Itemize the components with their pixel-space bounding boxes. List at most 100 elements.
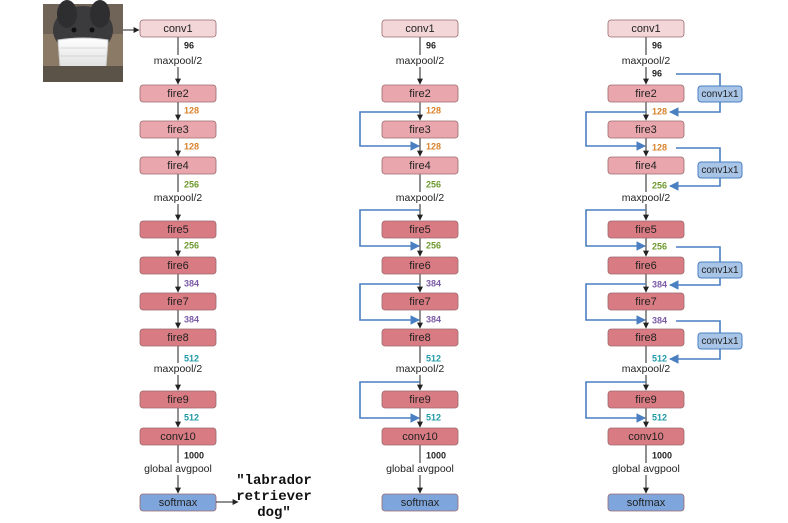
layer-label-fire3: fire3 <box>635 124 656 136</box>
layer-label-fire4: fire4 <box>635 160 656 172</box>
channel-count: 128 <box>426 141 441 151</box>
op-label-maxpool: maxpool/2 <box>622 55 671 67</box>
channel-count: 128 <box>184 105 199 115</box>
channel-count: 1000 <box>184 450 204 460</box>
op-label-bg <box>137 463 219 475</box>
layer-box-softmax <box>381 493 459 512</box>
layer-label-fire7: fire7 <box>167 296 188 308</box>
channel-count: 384 <box>184 314 199 324</box>
layer-label-fire2: fire2 <box>167 88 188 100</box>
channel-count: 128 <box>426 105 441 115</box>
op-label-maxpool: maxpool/2 <box>396 363 445 375</box>
conv1x1-label: conv1x1 <box>701 336 739 347</box>
layer-label-fire9: fire9 <box>409 394 430 406</box>
layer-box-fire7 <box>381 292 459 311</box>
op-label-bg <box>379 463 461 475</box>
column-simple_bypass: conv1fire2fire3fire4fire5fire6fire7fire8… <box>359 19 461 512</box>
channel-count: 128 <box>652 142 667 152</box>
layer-label-fire9: fire9 <box>635 394 656 406</box>
conv1x1-label: conv1x1 <box>701 165 739 176</box>
bypass-connection <box>359 111 420 151</box>
layer-box-fire8 <box>139 328 217 347</box>
layer-box-fire5 <box>607 220 685 239</box>
channel-count: 384 <box>652 315 667 325</box>
layer-box-conv10 <box>607 427 685 446</box>
layer-box-conv1 <box>381 19 459 38</box>
op-label-bg <box>393 192 447 204</box>
layer-label-conv1: conv1 <box>631 23 660 35</box>
channel-count: 512 <box>426 412 441 422</box>
layer-label-fire3: fire3 <box>167 124 188 136</box>
bypass-connection <box>359 209 420 251</box>
input-photo <box>43 0 140 82</box>
layer-label-fire2: fire2 <box>635 88 656 100</box>
channel-count: 96 <box>652 68 662 78</box>
channel-count: 384 <box>184 278 199 288</box>
layer-label-fire8: fire8 <box>409 332 430 344</box>
channel-count: 256 <box>184 179 199 189</box>
op-label-bg <box>151 192 205 204</box>
layer-box-fire9 <box>381 390 459 409</box>
conv1x1-box <box>697 332 743 350</box>
bypass-connection <box>585 283 646 325</box>
layer-box-conv10 <box>139 427 217 446</box>
op-label-bg <box>151 55 205 67</box>
layer-box-fire8 <box>607 328 685 347</box>
layer-box-fire8 <box>381 328 459 347</box>
layer-label-fire3: fire3 <box>409 124 430 136</box>
layer-label-fire9: fire9 <box>167 394 188 406</box>
channel-count: 256 <box>652 180 667 190</box>
op-label-bg <box>605 463 687 475</box>
op-label-bg <box>393 363 447 375</box>
op-label-maxpool: maxpool/2 <box>396 192 445 204</box>
channel-count: 256 <box>426 240 441 250</box>
layer-label-fire6: fire6 <box>409 260 430 272</box>
layer-box-conv1 <box>607 19 685 38</box>
op-label-maxpool: maxpool/2 <box>154 192 203 204</box>
channel-count: 128 <box>184 141 199 151</box>
layer-box-conv1 <box>139 19 217 38</box>
channel-count: 512 <box>184 412 199 422</box>
layer-box-fire4 <box>381 156 459 175</box>
channel-count: 384 <box>426 278 441 288</box>
channel-count: 256 <box>652 241 667 251</box>
channel-count: 512 <box>426 353 441 363</box>
op-label-maxpool: maxpool/2 <box>622 192 671 204</box>
layer-label-conv1: conv1 <box>163 23 192 35</box>
channel-count: 256 <box>426 179 441 189</box>
layer-label-fire8: fire8 <box>167 332 188 344</box>
channel-count: 1000 <box>426 450 446 460</box>
op-label-maxpool: maxpool/2 <box>154 55 203 67</box>
layer-label-conv10: conv10 <box>160 431 195 443</box>
layer-label-conv10: conv10 <box>628 431 663 443</box>
column-plain: conv1fire2fire3fire4fire5fire6fire7fire8… <box>137 19 219 512</box>
layer-label-conv1: conv1 <box>405 23 434 35</box>
layer-label-fire5: fire5 <box>409 224 430 236</box>
op-label-maxpool: maxpool/2 <box>154 363 203 375</box>
channel-count: 128 <box>652 106 667 116</box>
column-complex_bypass: conv1fire2fire3fire4fire5fire6fire7fire8… <box>585 19 743 512</box>
layer-box-fire4 <box>139 156 217 175</box>
layer-label-softmax: softmax <box>159 497 198 509</box>
channel-count: 256 <box>184 240 199 250</box>
conv1x1-label: conv1x1 <box>701 265 739 276</box>
layer-label-fire7: fire7 <box>409 296 430 308</box>
layer-label-fire4: fire4 <box>409 160 430 172</box>
layer-label-fire8: fire8 <box>635 332 656 344</box>
layer-label-softmax: softmax <box>401 497 440 509</box>
layer-box-softmax <box>607 493 685 512</box>
op-label-bg <box>619 192 673 204</box>
bypass-connection <box>359 381 420 423</box>
layer-box-fire2 <box>139 84 217 103</box>
prediction-label: "labrador retriever dog" <box>236 473 312 521</box>
bypass-connection <box>585 209 646 251</box>
layer-box-fire9 <box>139 390 217 409</box>
op-label-maxpool: maxpool/2 <box>622 363 671 375</box>
op-label-maxpool: maxpool/2 <box>396 55 445 67</box>
layer-box-fire9 <box>607 390 685 409</box>
op-label-global-avgpool: global avgpool <box>386 463 454 475</box>
channel-count: 96 <box>184 40 194 50</box>
channel-count: 512 <box>652 353 667 363</box>
layer-box-fire7 <box>139 292 217 311</box>
